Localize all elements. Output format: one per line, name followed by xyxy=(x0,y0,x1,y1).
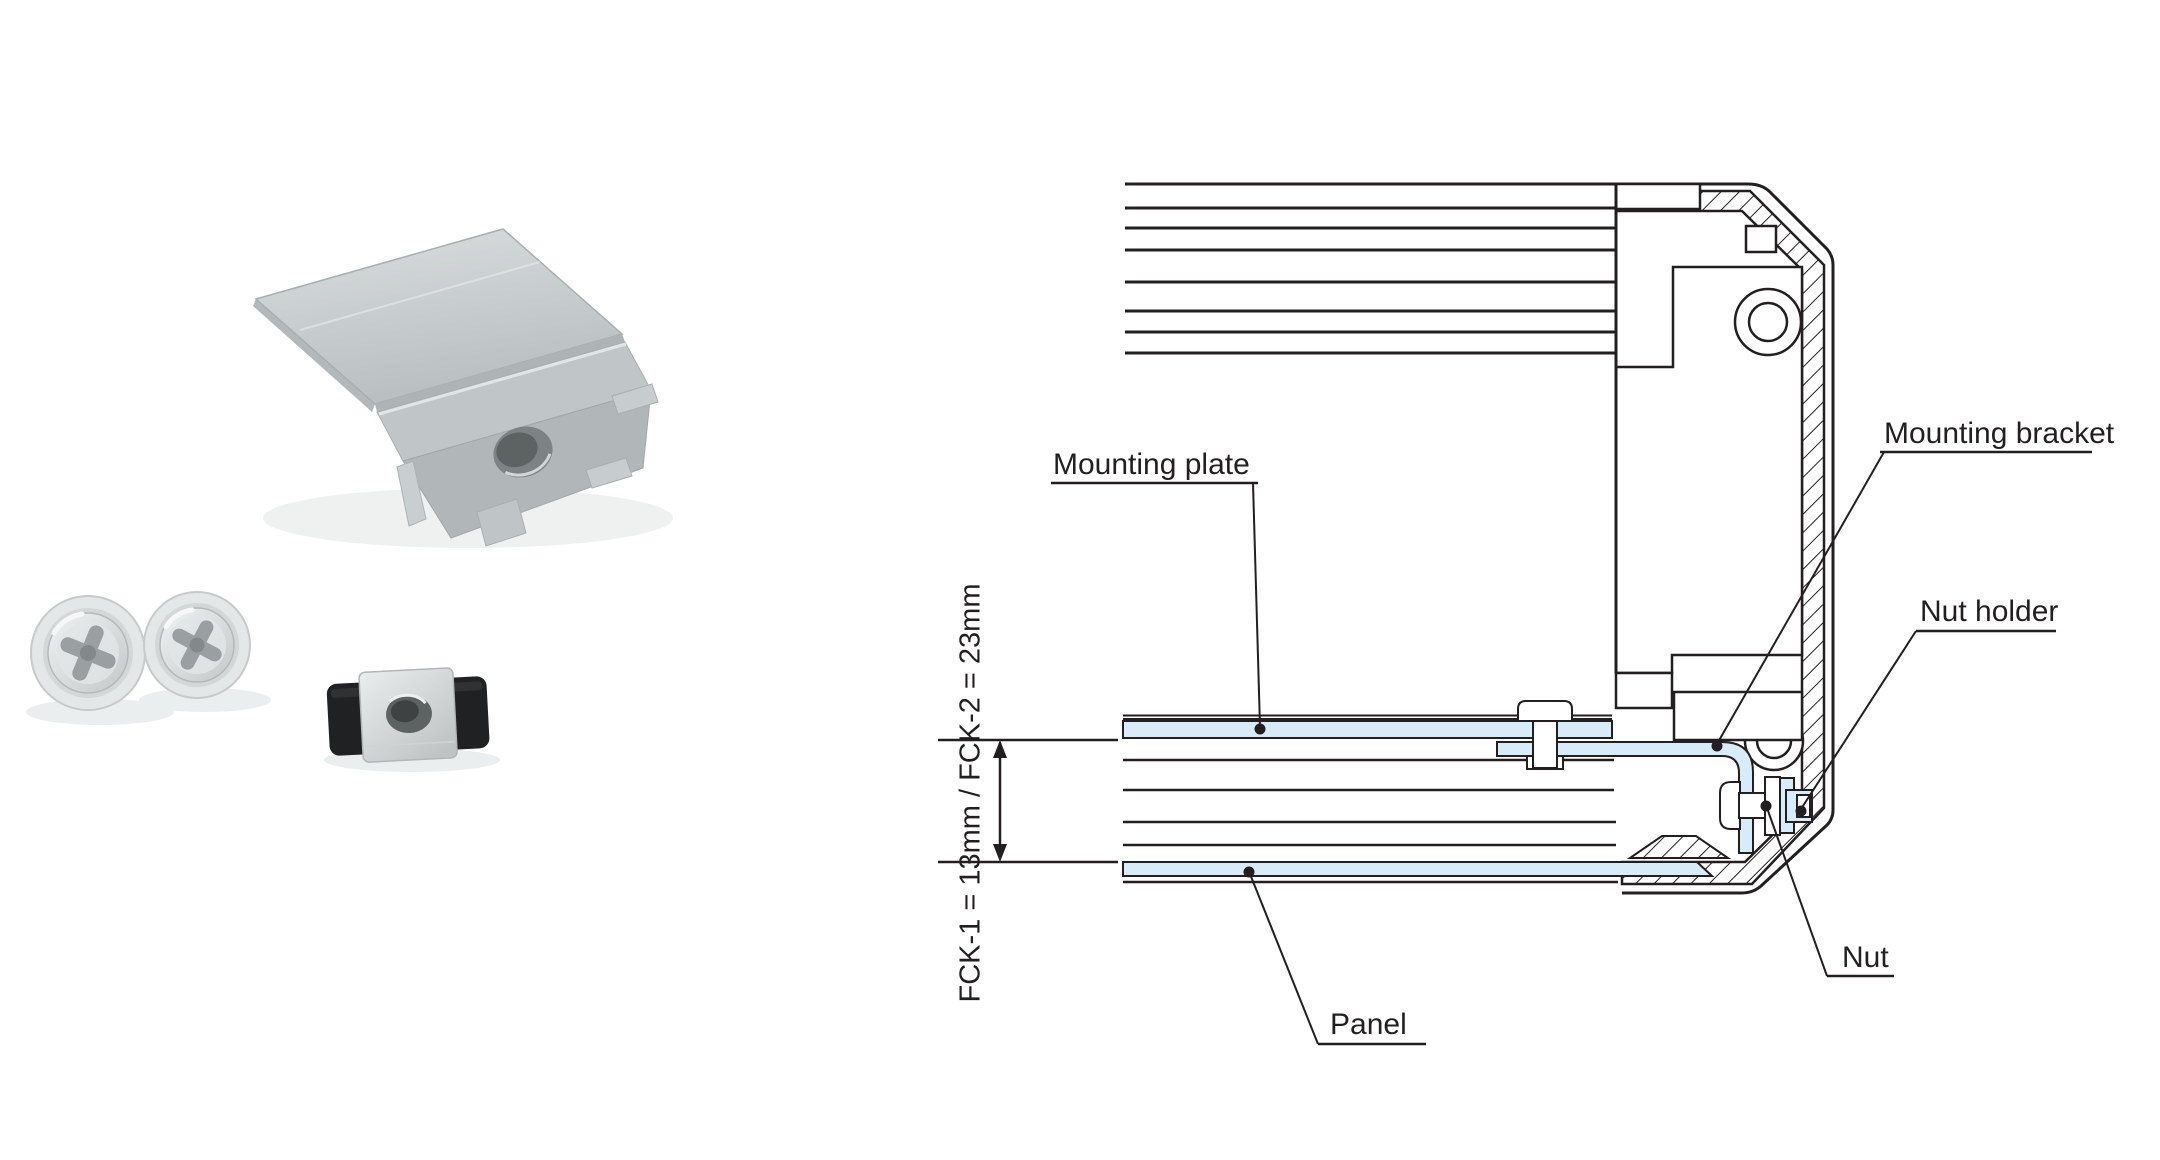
label-nut-holder: Nut holder xyxy=(1920,595,2058,628)
bracket-side-hole xyxy=(493,426,553,478)
bracket-tab xyxy=(396,460,427,527)
panel-part xyxy=(1122,835,1732,877)
callout-panel: Panel xyxy=(1243,866,1426,1046)
leader-dot xyxy=(1711,740,1723,752)
profile-top-cap xyxy=(1614,182,1702,211)
callout-mounting-plate: Mounting plate xyxy=(1051,448,1266,735)
label-mounting-plate: Mounting plate xyxy=(1053,448,1250,481)
plate-screw xyxy=(1517,700,1573,770)
clamp-screw-head xyxy=(1719,781,1741,830)
callout-nut: Nut xyxy=(1760,800,1894,978)
screw-shadow xyxy=(26,699,174,725)
dimension-text: FCK-1 = 13mm / FCK-2 = 23mm xyxy=(955,584,987,1003)
screw-boss-top xyxy=(1733,224,1803,357)
enclosure-profile xyxy=(1125,182,1835,895)
screw-shadow xyxy=(139,688,271,712)
profile-step-block xyxy=(1614,671,1674,710)
leader-dot xyxy=(1795,805,1807,817)
screw-photo-right xyxy=(143,591,251,699)
screw-photo-left xyxy=(30,595,146,711)
profile-outer-contour xyxy=(1125,182,1835,895)
mounting-plate-section xyxy=(1122,720,1613,739)
label-mounting-bracket: Mounting bracket xyxy=(1884,417,2115,450)
label-panel: Panel xyxy=(1330,1008,1407,1041)
leader-dot xyxy=(1760,800,1772,812)
panel-section xyxy=(1122,861,1715,877)
bracket-tab xyxy=(585,457,633,489)
profile-fin-lines xyxy=(1125,206,1616,355)
mounting-bracket-photo xyxy=(253,228,659,547)
product-photo xyxy=(26,228,673,772)
rail-lines xyxy=(1123,714,1618,884)
screw-shaft xyxy=(1532,720,1558,769)
callout-mounting-bracket: Mounting bracket xyxy=(1711,417,2115,752)
arrow-up-icon xyxy=(993,740,1007,758)
cross-section-diagram: FCK-1 = 13mm / FCK-2 = 23mm Mounting pla… xyxy=(938,182,2115,1046)
mounting-plate-assembly xyxy=(1122,714,1618,884)
nut-holder-photo xyxy=(326,667,490,763)
leader-dot xyxy=(1254,723,1266,735)
callout-labels: Mounting plate Mounting bracket Nut hold… xyxy=(1051,417,2115,1046)
arrow-down-icon xyxy=(993,844,1007,862)
bracket-tab xyxy=(476,498,527,547)
bracket-tab xyxy=(611,383,659,415)
label-nut: Nut xyxy=(1842,941,1889,974)
leader-dot xyxy=(1243,866,1255,878)
dimension: FCK-1 = 13mm / FCK-2 = 23mm xyxy=(938,584,1118,1003)
callout-nut-holder: Nut holder xyxy=(1795,595,2058,817)
screw-head xyxy=(1517,700,1573,722)
profile-mount-block xyxy=(1672,690,1804,742)
mounting-bracket-section xyxy=(1496,741,1754,854)
panel-groove-wedge xyxy=(1626,835,1732,859)
